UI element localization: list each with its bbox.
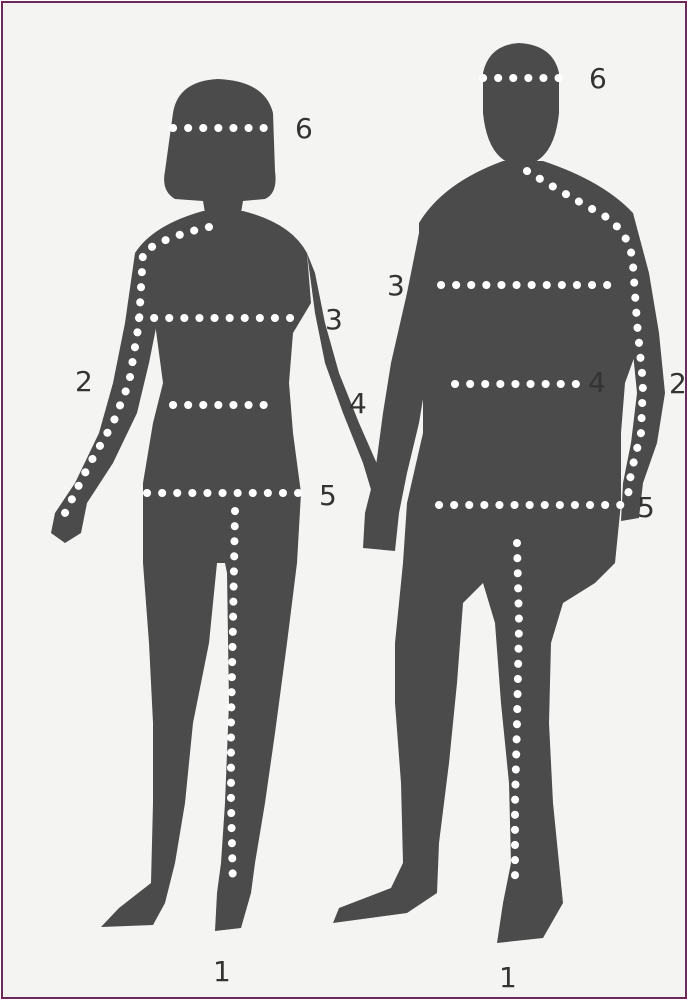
woman-label-inseam: 1 [213, 955, 231, 988]
man-label-inseam: 1 [499, 961, 517, 994]
woman-label-chest: 3 [325, 303, 343, 336]
man-label-waist: 4 [588, 366, 606, 399]
man-label-head: 6 [589, 62, 607, 95]
body-measurements-diagram: 6 3 2 4 5 1 6 3 2 4 5 1 [3, 3, 689, 1001]
woman-left-arm [51, 253, 157, 543]
man-body [333, 161, 643, 943]
woman-label-hip: 5 [319, 479, 337, 512]
woman-label-arm: 2 [75, 365, 93, 398]
man-head [483, 43, 559, 163]
man-label-chest: 3 [387, 269, 405, 302]
woman-label-head: 6 [295, 112, 313, 145]
woman-head [164, 79, 275, 213]
man-figure [333, 43, 665, 943]
woman-label-waist: 4 [349, 387, 367, 420]
woman-figure [51, 79, 395, 931]
man-label-hip: 5 [637, 491, 655, 524]
man-label-arm: 2 [669, 367, 687, 400]
